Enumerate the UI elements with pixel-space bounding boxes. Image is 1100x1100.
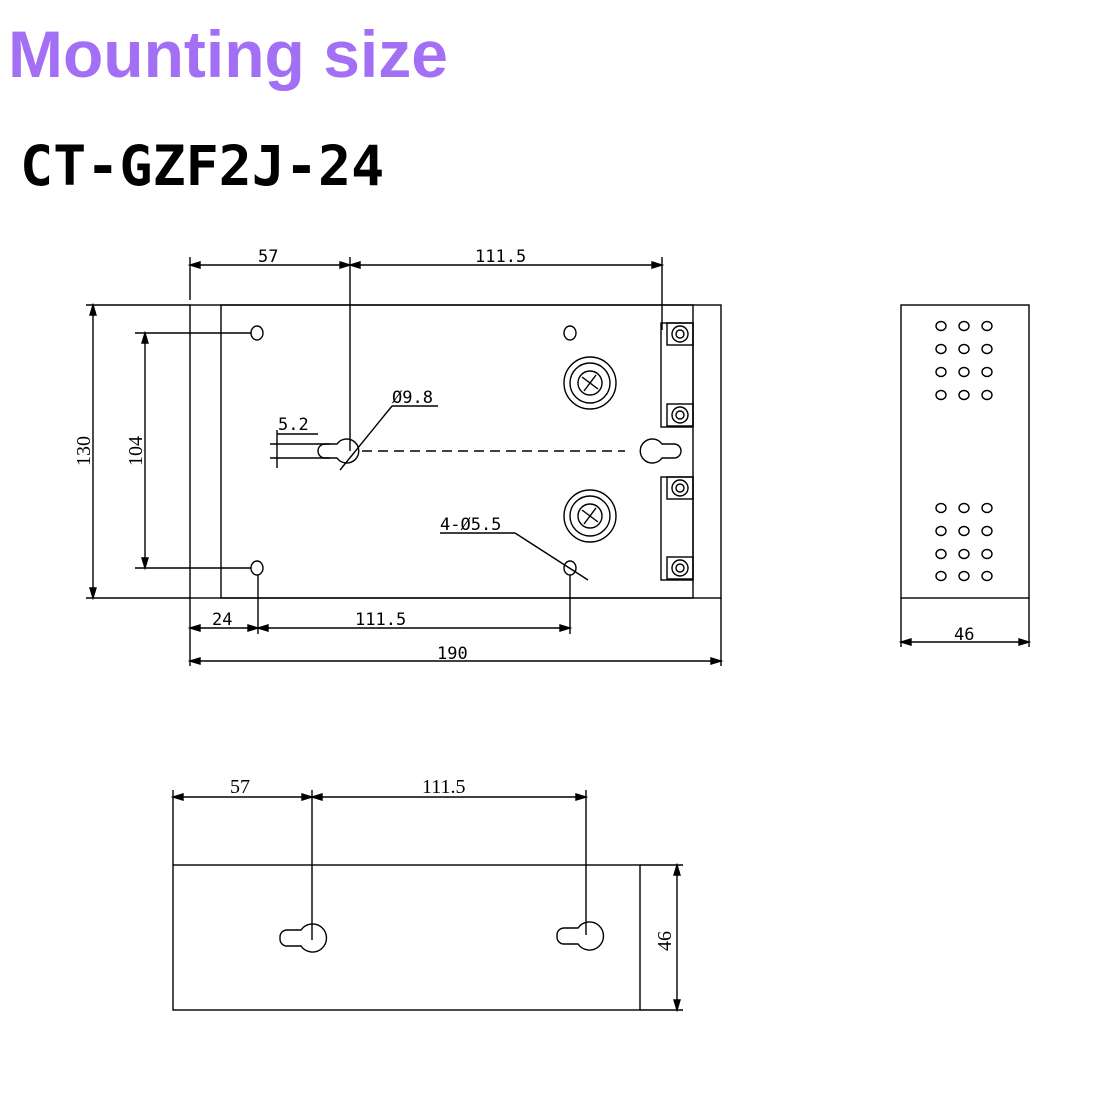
front-plate-outline [220, 304, 694, 599]
dim-hole-diameter: 4-Ø5.5 [440, 515, 501, 535]
bottom-view: 57 111.5 46 [170, 776, 683, 1013]
mount-hole-top-left [250, 325, 264, 341]
front-height-dimension [86, 302, 190, 601]
bottom-keyhole-left [279, 923, 328, 953]
bottom-body-outline [172, 864, 641, 1011]
vent-holes-upper [935, 320, 993, 401]
hole-diameter-leader [440, 532, 589, 581]
front-total-width-dimension [187, 598, 724, 666]
mount-hole-top-right [563, 325, 577, 341]
dim-46-bottom-view: 46 [654, 931, 676, 951]
dim-57-top: 57 [258, 247, 278, 267]
keyhole-diameter-leader [339, 405, 438, 471]
side-view: 46 [898, 304, 1032, 647]
front-hole-spacing-dimension [135, 330, 251, 571]
slot-width-dimension [270, 430, 330, 468]
dim-5-2: 5.2 [278, 415, 309, 435]
potentiometer-upper [563, 356, 617, 410]
keyhole-right [639, 438, 682, 464]
front-body-outline [189, 304, 722, 599]
front-top-dimension [187, 257, 665, 451]
terminal-block-upper [660, 322, 694, 428]
dim-46-side: 46 [954, 625, 974, 645]
dim-111-5-top: 111.5 [475, 247, 526, 267]
bottom-keyhole-right [556, 921, 605, 951]
page-title: Mounting size [8, 17, 448, 91]
model-number: CT-GZF2J-24 [20, 134, 385, 198]
keyhole-left [317, 438, 360, 464]
bottom-height-dimension [640, 862, 683, 1013]
dim-104: 104 [125, 436, 147, 466]
vent-holes-lower [935, 502, 993, 582]
dim-111-5-bottom-view: 111.5 [422, 776, 466, 798]
terminal-block-lower [660, 476, 694, 581]
dim-57-bottom-view: 57 [230, 776, 250, 798]
dim-190: 190 [437, 644, 468, 664]
bottom-top-dimension [170, 790, 589, 940]
mount-hole-bottom-left [250, 560, 264, 576]
side-depth-dimension [898, 598, 1032, 647]
dim-keyhole-diameter: Ø9.8 [392, 388, 433, 408]
dim-111-5-bottom: 111.5 [355, 610, 406, 630]
front-view: 57 111.5 130 104 5.2 [73, 247, 724, 666]
front-bottom-dimension [187, 575, 573, 666]
dim-24: 24 [212, 610, 232, 630]
side-body-outline [900, 304, 1030, 599]
dim-130: 130 [73, 436, 95, 466]
potentiometer-lower [563, 489, 617, 543]
